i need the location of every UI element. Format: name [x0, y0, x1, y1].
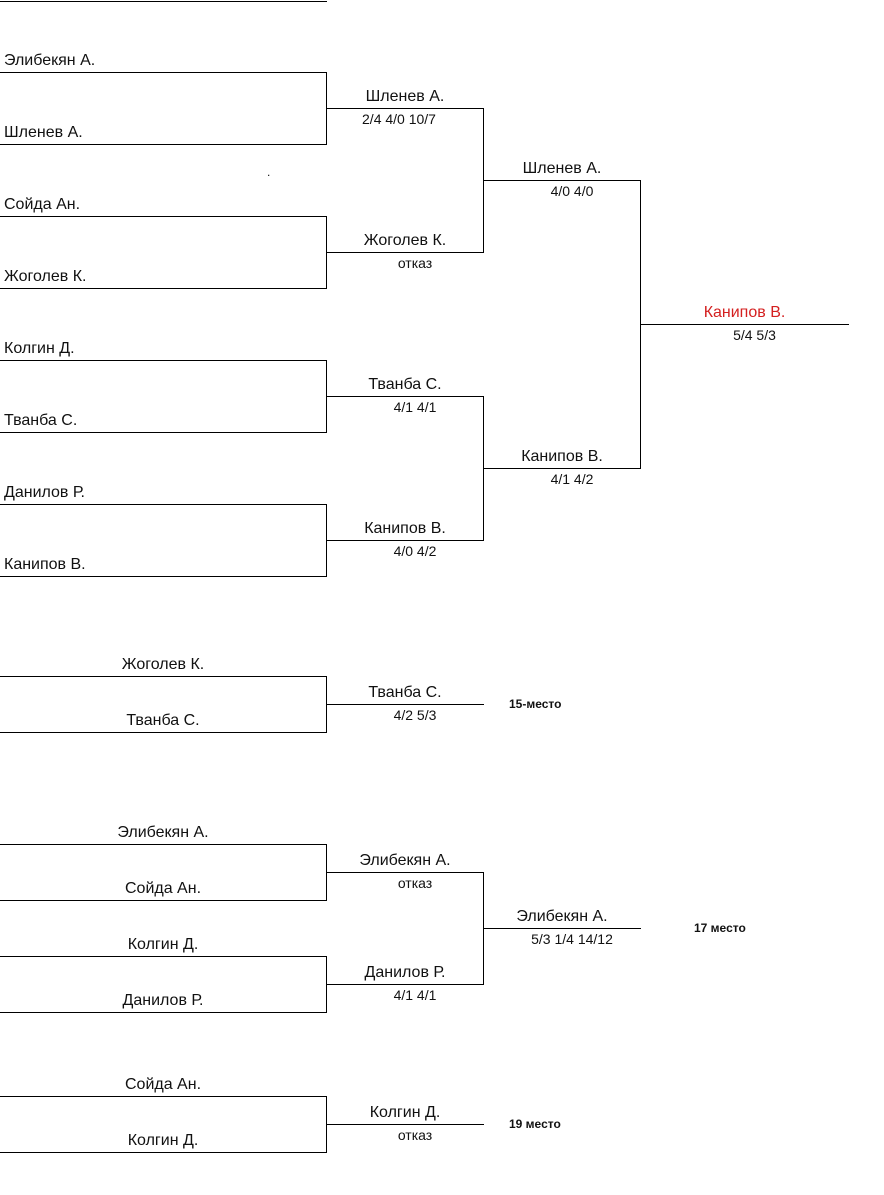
match-score: 4/1 4/1	[393, 399, 437, 415]
winner-name: Элибекян А.	[516, 908, 608, 925]
bracket-line	[0, 432, 327, 433]
bracket-line	[326, 396, 484, 397]
bracket-line	[483, 468, 641, 469]
match-score: 4/2 5/3	[393, 707, 437, 723]
player-name: Элибекян А.	[4, 52, 96, 69]
bracket-line	[483, 928, 641, 929]
winner-name: Тванба С.	[368, 376, 442, 393]
winner-name: Канипов В.	[521, 448, 603, 465]
final-score: 5/4 5/3	[733, 327, 776, 343]
bracket-line	[0, 956, 327, 957]
player-name: Колгин Д.	[4, 340, 75, 357]
player-name: Шленев А.	[4, 124, 83, 141]
bracket-line	[0, 504, 327, 505]
player-name: Сойда Ан.	[124, 1076, 202, 1093]
winner-name: Жоголев К.	[363, 232, 447, 249]
match-score: отказ	[397, 255, 433, 271]
winner-name: Шленев А.	[522, 160, 602, 177]
winner-name: Данилов Р.	[364, 964, 446, 981]
bracket-line	[326, 984, 484, 985]
player-name: Колгин Д.	[127, 1132, 199, 1149]
bracket-line	[0, 216, 327, 217]
place-label: 19 место	[509, 1117, 561, 1131]
champion-name: Канипов В.	[703, 304, 786, 321]
bracket-line	[0, 732, 327, 733]
player-name: Канипов В.	[4, 556, 86, 573]
winner-name: Тванба С.	[368, 684, 442, 701]
match-score: 5/3 1/4 14/12	[531, 931, 613, 947]
match-score: 4/0 4/2	[393, 543, 437, 559]
bracket-line	[326, 704, 484, 705]
player-name: Данилов Р.	[122, 992, 204, 1009]
match-score: 4/1 4/2	[550, 471, 594, 487]
match-score: 4/0 4/0	[550, 183, 594, 199]
match-score: отказ	[397, 1127, 433, 1143]
player-name: Элибекян А.	[117, 824, 209, 841]
winner-name: Канипов В.	[364, 520, 446, 537]
match-score: отказ	[397, 875, 433, 891]
bracket-line	[326, 252, 484, 253]
stray-dot: .	[267, 165, 271, 179]
bracket-line	[0, 1096, 327, 1097]
place-label: 17 место	[694, 921, 746, 935]
bracket-line	[0, 1012, 327, 1013]
match-score: 2/4 4/0 10/7	[362, 111, 436, 127]
winner-name: Элибекян А.	[359, 852, 451, 869]
match-score: 4/1 4/1	[393, 987, 437, 1003]
bracket-line	[0, 288, 327, 289]
bracket-line	[326, 108, 484, 109]
player-name: Сойда Ан.	[124, 880, 202, 897]
bracket-line	[0, 1152, 327, 1153]
player-name: Тванба С.	[4, 412, 78, 429]
bracket-line	[640, 324, 849, 325]
player-name: Сойда Ан.	[4, 196, 81, 213]
bracket-line	[326, 540, 484, 541]
player-name: Жоголев К.	[121, 656, 205, 673]
bracket-line	[483, 180, 641, 181]
place-label: 15-место	[509, 697, 562, 711]
bracket-line	[326, 872, 484, 873]
bracket-line	[0, 144, 327, 145]
bracket-line	[326, 1124, 484, 1125]
player-name: Данилов Р.	[4, 484, 85, 501]
bracket-line	[0, 900, 327, 901]
bracket-line	[0, 676, 327, 677]
winner-name: Шленев А.	[365, 88, 445, 105]
bracket-line	[0, 1, 327, 2]
player-name: Тванба С.	[126, 712, 200, 729]
winner-name: Колгин Д.	[369, 1104, 441, 1121]
bracket-line	[0, 844, 327, 845]
player-name: Жоголев К.	[4, 268, 87, 285]
bracket-line	[0, 576, 327, 577]
player-name: Колгин Д.	[127, 936, 199, 953]
bracket-line	[0, 72, 327, 73]
bracket-line	[0, 360, 327, 361]
